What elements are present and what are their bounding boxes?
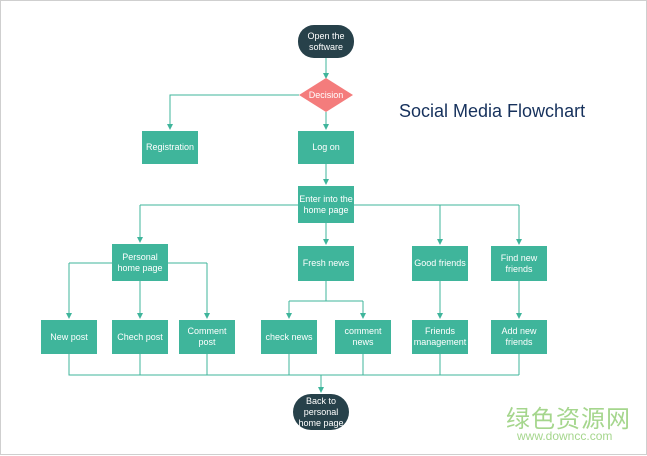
node-personal-home-page: Personal home page — [112, 244, 168, 281]
node-back-personal-home: Back to personal home page — [293, 394, 349, 430]
node-comment-news: comment news — [335, 320, 391, 354]
node-friends-management: Friends management — [412, 320, 468, 354]
edge-merge-line — [68, 354, 520, 376]
node-find-new-friends: Find new friends — [491, 246, 547, 281]
flowchart-title: Social Media Flowchart — [399, 101, 586, 121]
node-open-software: Open the software — [298, 25, 354, 58]
node-registration: Registration — [142, 131, 198, 164]
node-log-on: Log on — [298, 131, 354, 164]
node-fresh-news: Fresh news — [298, 246, 354, 281]
node-add-new-friends: Add new friends — [491, 320, 547, 354]
node-comment-post: Comment post — [179, 320, 235, 354]
watermark-logo-text: 绿色资源网 — [506, 405, 631, 433]
node-chech-post: Chech post — [112, 320, 168, 354]
node-good-friends: Good friends — [412, 246, 468, 281]
node-check-news: check news — [261, 320, 317, 354]
watermark-url: www.downcc.com — [517, 429, 613, 443]
decision-diamond-shape — [299, 78, 353, 112]
node-decision: Decision — [308, 89, 344, 100]
edge-decision-registration — [167, 94, 299, 130]
node-new-post: New post — [41, 320, 97, 354]
edge-fresh-children — [289, 281, 363, 302]
node-enter-home-page: Enter into the home page — [298, 186, 354, 223]
